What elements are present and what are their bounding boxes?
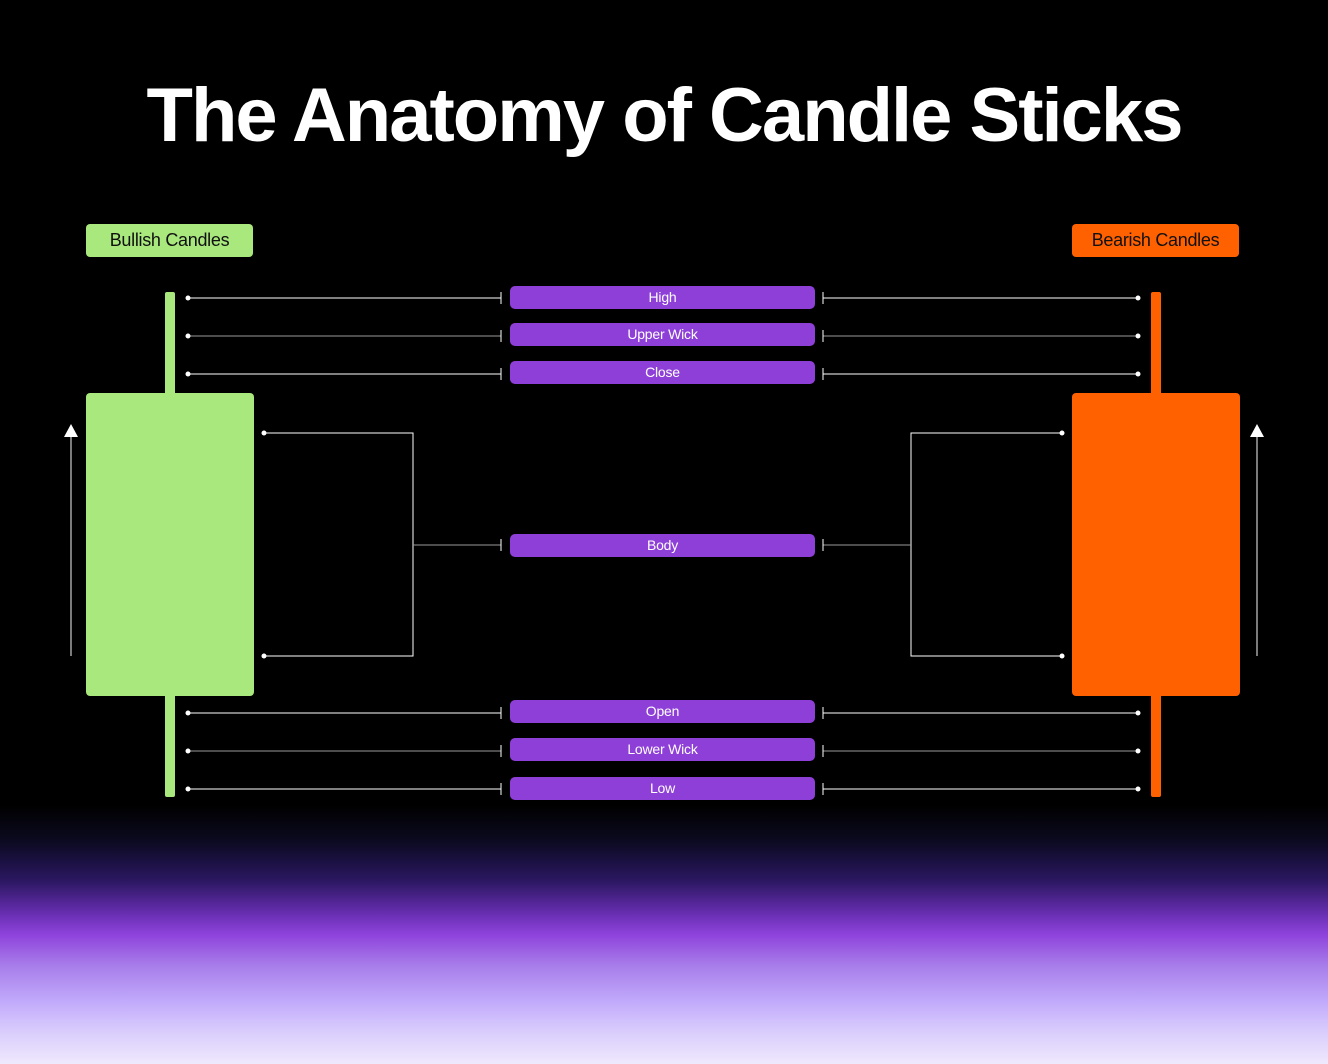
- bearish-connector-dots: [1059, 295, 1141, 792]
- bear-body-top-dot: [1059, 430, 1065, 436]
- bullish-upper-wick: [165, 292, 175, 402]
- bull-high-dot: [185, 295, 191, 301]
- bearish-connectors: [822, 292, 1138, 795]
- bear-body-bottom-dot: [1059, 653, 1065, 659]
- arrow-up-icon: [1250, 424, 1264, 656]
- bear-high-dot: [1135, 295, 1141, 301]
- bullish-connector-dots: [185, 295, 267, 792]
- bear-low-dot: [1135, 786, 1141, 792]
- bullish-connectors: [188, 292, 502, 795]
- bear-body-bracket: [910, 432, 1062, 657]
- bearish-candle-body: [1072, 393, 1240, 696]
- bear-close-dot: [1135, 371, 1141, 377]
- bullish-candles-badge: Bullish Candles: [86, 224, 253, 257]
- label-body: Body: [510, 534, 815, 557]
- arrow-up-icon: [64, 424, 78, 656]
- bull-body-top-dot: [261, 430, 267, 436]
- bullish-candle-body: [86, 393, 254, 696]
- label-lower-wick: Lower Wick: [510, 738, 815, 761]
- bear-open-dot: [1135, 710, 1141, 716]
- label-high: High: [510, 286, 815, 309]
- label-close: Close: [510, 361, 815, 384]
- bearish-lower-wick: [1151, 690, 1161, 797]
- bear-upper-wick-dot: [1135, 333, 1141, 339]
- label-low: Low: [510, 777, 815, 800]
- page-title: The Anatomy of Candle Sticks: [146, 73, 1184, 158]
- bearish-candles-badge: Bearish Candles: [1072, 224, 1239, 257]
- bearish-upper-wick: [1151, 292, 1161, 402]
- bull-low-dot: [185, 786, 191, 792]
- bull-open-dot: [185, 710, 191, 716]
- label-upper-wick: Upper Wick: [510, 323, 815, 346]
- bull-body-bottom-dot: [261, 653, 267, 659]
- bull-body-bracket: [264, 432, 414, 657]
- bull-close-dot: [185, 371, 191, 377]
- bullish-lower-wick: [165, 690, 175, 797]
- bull-lower-wick-dot: [185, 748, 191, 754]
- label-open: Open: [510, 700, 815, 723]
- bear-lower-wick-dot: [1135, 748, 1141, 754]
- bull-upper-wick-dot: [185, 333, 191, 339]
